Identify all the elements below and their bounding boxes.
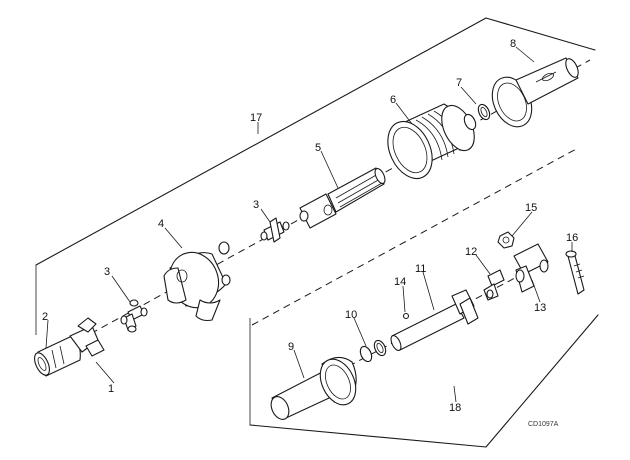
part-yoke-lower (513, 243, 549, 293)
callout-8: 8 (510, 38, 516, 50)
callout-10: 10 (345, 309, 357, 321)
callout-13: 13 (534, 302, 546, 314)
part-snap-rings-lower (359, 339, 387, 363)
part-shield-cone-large (387, 103, 475, 180)
part-yoke-large (163, 241, 231, 322)
part-slip-shaft (390, 289, 479, 351)
callout-18: 18 (449, 402, 461, 414)
callout-17: 17 (250, 112, 262, 124)
callout-1: 1 (108, 383, 114, 395)
assembly-divider-line (251, 147, 579, 326)
callout-labels: 1 2 3 3 4 5 6 7 8 9 10 11 12 13 14 15 16… (42, 38, 578, 428)
part-cross-journal-upper (260, 217, 290, 243)
part-grease-fitting (402, 312, 410, 320)
part-bolt (565, 250, 585, 295)
part-nut (497, 231, 515, 249)
callout-7: 7 (456, 77, 462, 89)
part-yoke-splined-shaft (299, 167, 386, 229)
callout-3a: 3 (104, 266, 110, 278)
callout-9: 9 (288, 341, 294, 353)
callout-15: 15 (525, 202, 537, 214)
callout-16: 16 (566, 232, 578, 244)
callout-11: 11 (415, 263, 426, 275)
callout-4: 4 (158, 218, 164, 230)
group-bracket-lower (249, 314, 599, 448)
part-inner-tube-shield (270, 356, 357, 420)
leader-lines (45, 46, 573, 403)
callout-5: 5 (315, 142, 321, 154)
callout-2: 2 (42, 311, 48, 323)
part-yoke-collar (34, 317, 105, 377)
part-cross-journal-left (120, 299, 148, 333)
callout-3b: 3 (253, 199, 259, 211)
callout-14: 14 (394, 276, 406, 288)
part-snap-rings-upper (463, 103, 491, 131)
figure-code: CD1097A (528, 421, 559, 428)
callout-6: 6 (390, 94, 396, 106)
callout-12: 12 (465, 246, 477, 258)
part-cross-journal-lower (483, 269, 505, 301)
part-outer-tube-shield (491, 57, 579, 128)
group-bracket-upper (35, 17, 596, 335)
